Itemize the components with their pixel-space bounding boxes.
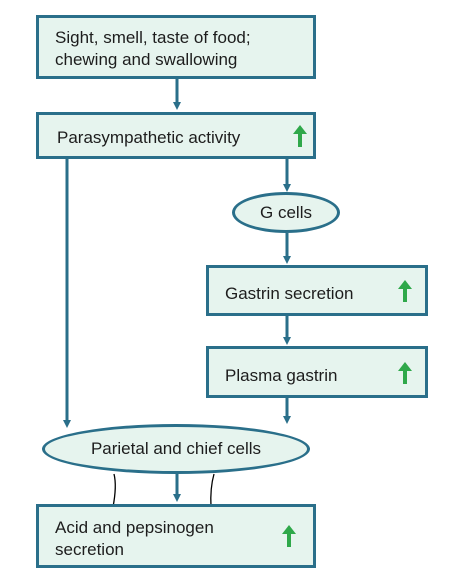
parietal-chief-label: Parietal and chief cells (90, 439, 262, 458)
stimulus-line1: Sight, smell, taste of food; (55, 28, 251, 47)
g-cells-oval: G cells (232, 192, 340, 233)
parietal-chief-oval: Parietal and chief cells (42, 424, 310, 474)
up-arrow-icon (282, 525, 296, 547)
parasympathetic-box: Parasympathetic activity (36, 112, 316, 159)
up-arrow-icon (398, 362, 412, 384)
up-arrow-icon (398, 280, 412, 302)
g-cells-label: G cells (260, 202, 312, 222)
parasympathetic-label: Parasympathetic activity (57, 128, 241, 147)
stimulus-line2: chewing and swallowing (55, 50, 238, 69)
annotation-line-right (210, 473, 215, 508)
gastrin-secretion-box: Gastrin secretion (206, 265, 428, 316)
up-arrow-icon (293, 125, 307, 147)
gastrin-secretion-label: Gastrin secretion (225, 284, 354, 303)
annotation-line-left (112, 473, 116, 508)
plasma-gastrin-label: Plasma gastrin (225, 366, 338, 385)
plasma-gastrin-box: Plasma gastrin (206, 346, 428, 398)
acid-pepsinogen-line2: secretion (55, 540, 124, 559)
acid-pepsinogen-line1: Acid and pepsinogen (55, 518, 214, 537)
stimulus-box: Sight, smell, taste of food; chewing and… (36, 15, 316, 79)
acid-pepsinogen-box: Acid and pepsinogen secretion (36, 504, 316, 568)
